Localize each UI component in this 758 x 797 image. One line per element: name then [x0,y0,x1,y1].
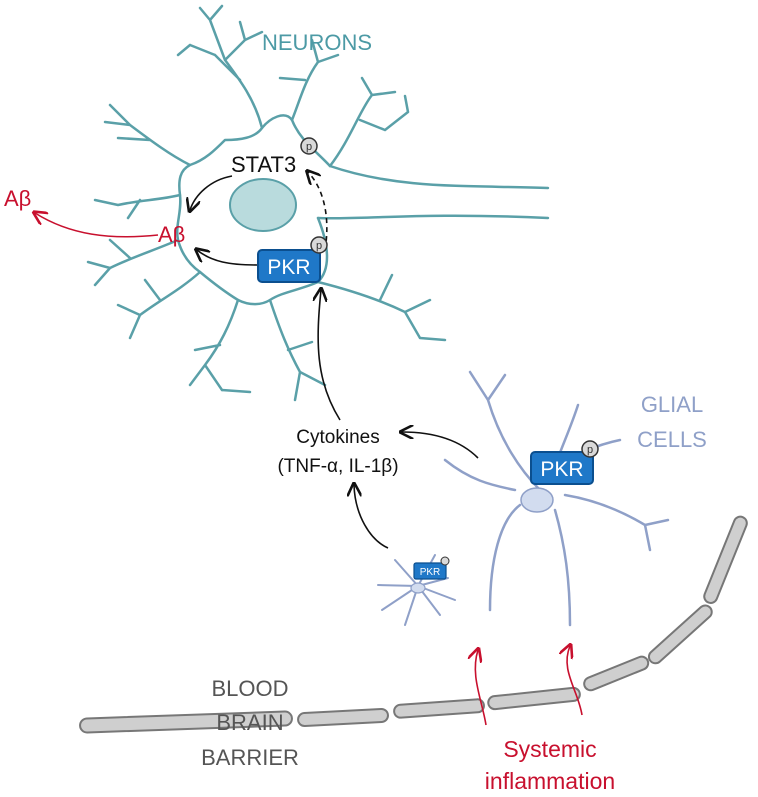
neuron-nucleus [229,178,297,232]
bbb-segment [297,707,389,728]
cytokines-label-line1: Cytokines [296,427,379,448]
neuron-dendrite-upper-right [328,76,410,168]
cytokines-label-line2: (TNF-α, IL-1β) [277,456,398,477]
pkr-neuron-box [257,249,321,283]
glial-small-nucleus [410,582,426,594]
phospho-icon [300,137,318,155]
pkr-glia-small-box [413,562,447,580]
arrow-glia-large-to-cytokines [402,432,479,459]
bbb-segment [393,698,485,719]
bbb-label-line3: BARRIER [201,745,299,770]
arrow-stat3-to-abeta [190,175,233,210]
pkr-glia-small-group: PKR [413,556,450,580]
neuron-axon [316,164,550,220]
bbb-segment [647,604,713,665]
bbb-segment [79,710,293,734]
bbb-segment [703,515,748,604]
systemic-inflammation-line1: Systemic [503,736,596,762]
neuron-soma [176,114,332,306]
bbb-segment [583,655,650,692]
phospho-label: p [316,240,322,252]
arrow-inflammation-right [567,646,583,716]
neuron-cell [86,4,550,402]
stat3-group: STAT3 p [231,137,318,177]
glial-cell-large [443,370,670,627]
pkr-neuron-group: PKR p [257,236,328,283]
stat3-label: STAT3 [231,152,296,177]
phospho-icon [440,556,450,566]
phospho-label: p [587,444,593,456]
neuron-dendrite-left [86,103,192,287]
arrows [35,172,583,726]
phospho-icon [310,236,328,254]
arrow-inflammation-left [475,650,487,726]
arrow-cytokines-to-pkr [318,290,341,421]
arrow-abeta-secreted [35,213,159,238]
arrow-glia-small-to-cytokines [354,485,389,549]
neuron-dendrite-right-lower [316,273,447,342]
abeta-outer-label: Aβ [4,186,31,211]
pkr-glia-large-box [530,451,594,485]
neuron-dendrite-bottom [116,270,327,402]
glial-large-processes [443,370,670,627]
pkr-glia-small-label: PKR [420,567,441,578]
phospho-label: p [306,141,312,153]
systemic-inflammation-line2: inflammation [485,768,615,794]
abeta-inner-label: Aβ [158,222,185,247]
glial-large-nucleus [520,487,554,513]
bbb-segment [487,686,581,711]
bbb-label-line1: BLOOD [211,676,288,701]
pkr-glia-large-group: PKR p [530,440,599,485]
neurons-label: NEURONS [262,30,372,55]
glial-cells-label-line2: CELLS [637,427,707,452]
blood-brain-barrier [79,515,748,734]
arrow-pkr-to-abeta [197,250,258,266]
pkr-neuron-label: PKR [267,256,310,279]
phospho-icon [581,440,599,458]
neuron-dendrite-top [176,4,340,130]
pkr-glia-large-label: PKR [540,458,583,481]
bbb-label-line2: BRAIN [216,710,283,735]
glial-cells-label-line1: GLIAL [641,392,703,417]
